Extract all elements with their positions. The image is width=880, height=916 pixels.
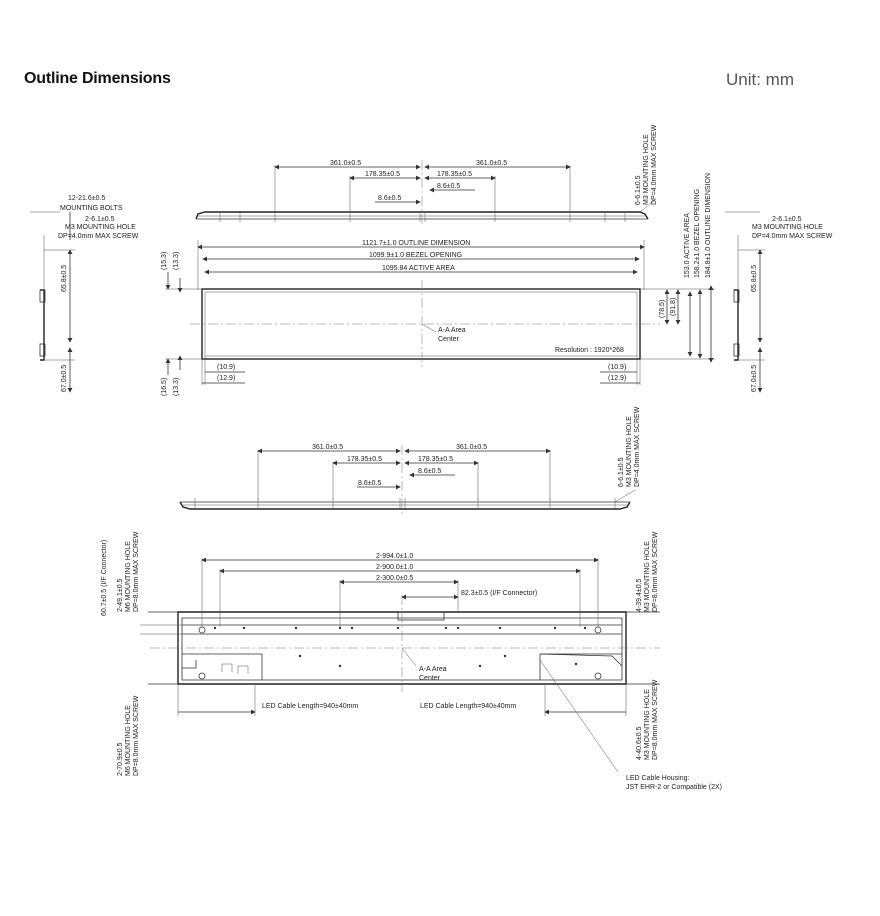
front-center-2: Center	[438, 336, 460, 343]
front-bezel: 1099.9±1.0 BEZEL OPENING	[369, 252, 462, 259]
front-d-15-3: (15.3)	[161, 252, 168, 270]
front-v-outline: 184.8±1.0 OUTLINE DIMENSION	[705, 173, 712, 278]
top-view: 361.0±0.5 361.0±0.5 178.35±0.5 178.35±0.…	[195, 124, 658, 225]
front-v-bezel: 158.2±1.0 BEZEL OPENING	[694, 189, 701, 278]
top-dim-8-6-b: 8.6±0.5	[378, 195, 401, 202]
top-dim-178-left: 178.35±0.5	[365, 171, 400, 178]
rear-right-m3-bot-3: DP=8.0mm MAX SCREW	[652, 679, 659, 760]
left-bolts-1: 12-21.6±0.5	[68, 195, 105, 202]
top-hole-3: DP=4.0mm MAX SCREW	[651, 124, 658, 205]
top-dim-178-right: 178.35±0.5	[437, 171, 472, 178]
bottom-dim-361-left: 361.0±0.5	[312, 444, 343, 451]
bottom-hole-1: 6-6.1±0.5	[618, 457, 625, 487]
bottom-dim-8-6-a: 8.6±0.5	[418, 468, 441, 475]
rear-left-m6-top-1: 2-49.1±0.5	[117, 578, 124, 612]
front-active: 1095.84 ACTIVE AREA	[382, 265, 455, 272]
left-hole-1: 2-6.1±0.5	[85, 216, 115, 223]
front-d-13-3-top: (13.3)	[173, 252, 180, 270]
rear-left-m6-top-2: M6 MOUNTING HOLE	[125, 541, 132, 612]
front-d-10-9-left: (10.9)	[217, 364, 235, 371]
right-dim-65: 65.8±0.5	[751, 265, 758, 292]
left-dim-67: 67.0±0.5	[61, 365, 68, 392]
right-dim-67: 67.0±0.5	[751, 365, 758, 392]
rear-d-994: 2-994.0±1.0	[376, 553, 413, 560]
rear-d-900: 2-900.0±1.0	[376, 564, 413, 571]
right-side-view: 2-6.1±0.5 M3 MOUNTING HOLE DP=4.0mm MAX …	[725, 211, 833, 393]
top-dim-8-6-a: 8.6±0.5	[437, 183, 460, 190]
top-hole-2: M3 MOUNTING HOLE	[643, 134, 650, 205]
left-bolts-2: MOUNTING BOLTS	[60, 205, 123, 212]
bottom-dim-8-6-b: 8.6±0.5	[358, 480, 381, 487]
rear-cable-left: LED Cable Length=940±40mm	[262, 703, 358, 710]
front-d-12-9-right: (12.9)	[608, 375, 626, 382]
rear-view: 2-994.0±1.0 2-900.0±1.0 2-300.0±0.5 82.3…	[101, 531, 722, 791]
rear-right-m3-top-3: DP=8.0mm MAX SCREW	[652, 531, 659, 612]
bottom-hole-2: M3 MOUNTING HOLE	[626, 416, 633, 487]
front-d-91-8: (91.8)	[670, 298, 677, 316]
bottom-view: 361.0±0.5 361.0±0.5 178.35±0.5 178.35±0.…	[179, 406, 641, 515]
left-side-view: 12-21.6±0.5 MOUNTING BOLTS 2-6.1±0.5 M3 …	[30, 195, 139, 393]
left-hole-2: M3 MOUNTING HOLE	[65, 224, 136, 231]
rear-center-1: A-A Area	[419, 666, 447, 673]
front-d-78-5: (78.5)	[659, 300, 666, 318]
rear-housing-1: LED Cable Housing:	[626, 775, 689, 782]
front-d-13-3-bot: (13.3)	[173, 378, 180, 396]
front-d-12-9-left: (12.9)	[217, 375, 235, 382]
rear-left-conn: 60.7±0.5 (I/F Connector)	[101, 540, 108, 616]
front-d-10-9-right: (10.9)	[608, 364, 626, 371]
left-dim-65: 65.8±0.5	[61, 265, 68, 292]
page-title: Outline Dimensions	[24, 70, 171, 87]
front-view: 1121.7±1.0 OUTLINE DIMENSION 1099.9±1.0 …	[161, 173, 715, 396]
right-hole-1: 2-6.1±0.5	[772, 216, 802, 223]
rear-right-m3-top-2: M3 MOUNTING HOLE	[644, 541, 651, 612]
rear-right-m3-bot-1: 4-40.6±0.5	[636, 726, 643, 760]
bottom-hole-3: DP=4.0mm MAX SCREW	[634, 406, 641, 487]
bottom-dim-178-left: 178.35±0.5	[347, 456, 382, 463]
top-dim-361-right: 361.0±0.5	[476, 160, 507, 167]
unit-label: Unit: mm	[726, 70, 794, 89]
rear-left-m6-bot-3: DP=8.0mm MAX SCREW	[133, 695, 140, 776]
rear-cable-right: LED Cable Length=940±40mm	[420, 703, 516, 710]
top-hole-1: 6-6.1±0.5	[635, 175, 642, 205]
front-outline: 1121.7±1.0 OUTLINE DIMENSION	[362, 240, 470, 247]
front-resolution: Resolution : 1920*268	[555, 347, 624, 354]
front-center-1: A-A Area	[438, 327, 466, 334]
rear-right-m3-top-1: 4-39.4±0.5	[636, 578, 643, 612]
rear-left-m6-bot-2: M6 MOUNTING HOLE	[125, 705, 132, 776]
front-v-active: 153.0 ACTIVE AREA	[684, 213, 691, 278]
bottom-dim-178-right: 178.35±0.5	[418, 456, 453, 463]
top-dim-361-left: 361.0±0.5	[330, 160, 361, 167]
rear-d-300: 2-300.0±0.5	[376, 575, 413, 582]
rear-d-82: 82.3±0.5 (I/F Connector)	[461, 590, 537, 597]
left-hole-3: DP=4.0mm MAX SCREW	[58, 233, 139, 240]
rear-center-2: Center	[419, 675, 441, 682]
rear-housing-2: JST EHR-2 or Compatible (2X)	[626, 784, 722, 791]
front-d-16-5: (16.5)	[161, 378, 168, 396]
rear-right-m3-bot-2: M3 MOUNTING HOLE	[644, 689, 651, 760]
right-hole-2: M3 MOUNTING HOLE	[752, 224, 823, 231]
right-hole-3: DP=4.0mm MAX SCREW	[752, 233, 833, 240]
rear-left-m6-bot-1: 2-70.9±0.5	[117, 742, 124, 776]
rear-left-m6-top-3: DP=8.0mm MAX SCREW	[133, 531, 140, 612]
bottom-dim-361-right: 361.0±0.5	[456, 444, 487, 451]
